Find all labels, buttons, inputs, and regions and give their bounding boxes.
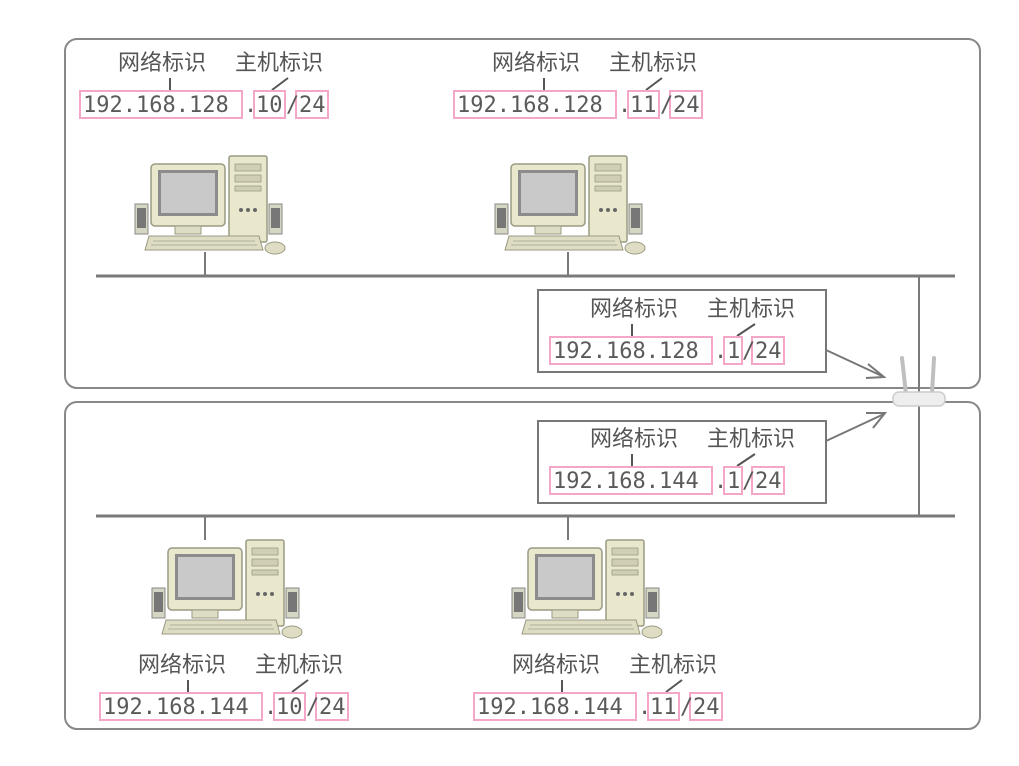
host-part: 1	[727, 339, 740, 364]
router-interface-box-144	[537, 420, 827, 504]
mask-part: 24	[755, 469, 782, 494]
dot-separator: .	[244, 93, 257, 118]
dot-separator: .	[714, 339, 727, 364]
desktop-computer-icon	[511, 539, 663, 639]
network-part: 192.168.128	[457, 93, 603, 118]
wireless-router-icon	[892, 356, 946, 407]
router-interface-box-128	[537, 289, 827, 373]
dot-separator: .	[714, 469, 727, 494]
address-label-router-128: 网络标识 主机标识 192.168.128 . 1 / 24	[549, 297, 795, 365]
host-id-caption: 主机标识	[707, 427, 795, 452]
host-id-pointer	[645, 77, 663, 91]
address-label-host-3: 网络标识 主机标识 192.168.144 . 10 / 24	[99, 653, 349, 721]
dot-separator: .	[638, 695, 651, 720]
network-part: 192.168.128	[83, 93, 229, 118]
network-id-caption: 网络标识	[512, 653, 600, 678]
network-part: 192.168.144	[477, 695, 623, 720]
dot-separator: .	[618, 93, 631, 118]
network-part-box	[453, 90, 617, 119]
host-id-caption: 主机标识	[629, 653, 717, 678]
mask-part-box	[295, 90, 329, 119]
network-part-box	[99, 692, 263, 721]
mask-part: 24	[673, 93, 700, 118]
host-part: 11	[630, 93, 657, 118]
network-part: 192.168.128	[553, 339, 699, 364]
network-part-box	[549, 336, 713, 365]
dot-separator: .	[264, 695, 277, 720]
desktop-computer-icon	[151, 539, 303, 639]
address-label-host-2: 网络标识 主机标识 192.168.128 . 11 / 24	[453, 51, 703, 119]
host-part: 1	[727, 469, 740, 494]
network-part-box	[79, 90, 243, 119]
host-part-box	[723, 466, 743, 495]
address-label-host-1: 网络标识 主机标识 192.168.128 . 10 / 24	[79, 51, 329, 119]
mask-part-box	[315, 692, 349, 721]
mask-part-box	[751, 336, 785, 365]
segment-frame-128	[64, 38, 981, 389]
slash-separator: /	[680, 695, 693, 720]
host-id-pointer	[736, 453, 756, 467]
address-label-router-144: 网络标识 主机标识 192.168.144 . 1 / 24	[549, 427, 795, 495]
host-id-caption: 主机标识	[255, 653, 343, 678]
host-id-caption: 主机标识	[235, 51, 323, 76]
host-part-box	[253, 90, 286, 119]
mask-part-box	[669, 90, 703, 119]
network-id-caption: 网络标识	[590, 427, 678, 452]
host-id-caption: 主机标识	[609, 51, 697, 76]
host-part: 10	[276, 695, 303, 720]
desktop-computer-icon	[494, 155, 646, 255]
mask-part: 24	[693, 695, 720, 720]
mask-part: 24	[755, 339, 782, 364]
host-part-box	[647, 692, 680, 721]
network-id-caption: 网络标识	[492, 51, 580, 76]
network-part-box	[549, 466, 713, 495]
host-id-pointer	[665, 679, 683, 693]
mask-part-box	[751, 466, 785, 495]
host-part: 10	[256, 93, 283, 118]
host-part: 11	[650, 695, 677, 720]
slash-separator: /	[286, 93, 299, 118]
slash-separator: /	[306, 695, 319, 720]
network-part: 192.168.144	[103, 695, 249, 720]
slash-separator: /	[660, 93, 673, 118]
network-id-caption: 网络标识	[118, 51, 206, 76]
host-id-caption: 主机标识	[707, 297, 795, 322]
host-id-pointer	[736, 323, 756, 337]
slash-separator: /	[742, 339, 755, 364]
host-part-box	[627, 90, 660, 119]
network-part-box	[473, 692, 637, 721]
network-id-caption: 网络标识	[590, 297, 678, 322]
segment-frame-144	[64, 401, 981, 730]
slash-separator: /	[742, 469, 755, 494]
network-id-caption: 网络标识	[138, 653, 226, 678]
host-part-box	[273, 692, 306, 721]
host-id-pointer	[291, 679, 309, 693]
arrow-to-router	[825, 412, 888, 442]
mask-part-box	[689, 692, 723, 721]
host-id-pointer	[271, 77, 289, 91]
mask-part: 24	[319, 695, 346, 720]
arrow-to-router	[825, 349, 887, 379]
host-part-box	[723, 336, 743, 365]
network-part: 192.168.144	[553, 469, 699, 494]
address-label-host-4: 网络标识 主机标识 192.168.144 . 11 / 24	[473, 653, 723, 721]
mask-part: 24	[299, 93, 326, 118]
desktop-computer-icon	[134, 155, 286, 255]
